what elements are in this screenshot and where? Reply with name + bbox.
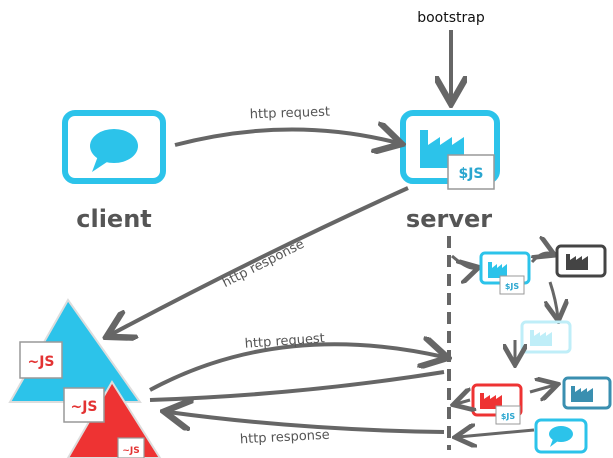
small-badge-text: ~JS bbox=[122, 446, 139, 456]
client-node bbox=[62, 110, 166, 184]
blue-triangle-badge bbox=[19, 341, 63, 379]
request-arrow-1 bbox=[174, 129, 398, 145]
mini-factory-3-icon bbox=[530, 330, 552, 346]
mini-factory-2 bbox=[555, 244, 607, 278]
mini-chat-bubble-icon bbox=[549, 426, 573, 447]
response-label-1: http response bbox=[220, 237, 307, 291]
server-badge-text: $JS bbox=[458, 166, 483, 182]
client-label: client bbox=[76, 205, 152, 233]
response-label-2: http response bbox=[240, 428, 331, 448]
request-arrow-2b bbox=[149, 370, 445, 402]
small-badge bbox=[117, 437, 145, 458]
chat-bubble-icon bbox=[90, 129, 138, 172]
mini-factory-1-badge bbox=[499, 275, 525, 295]
mini-factory-red-badge-text: $JS bbox=[501, 412, 516, 421]
request-arrow-2 bbox=[149, 344, 444, 392]
client-box bbox=[62, 110, 166, 184]
client-app-stack: ~JS ~JS ~JS bbox=[8, 298, 162, 458]
request-label-1: http request bbox=[250, 105, 331, 123]
bootstrap-label: bootstrap bbox=[417, 10, 485, 26]
red-triangle-badge bbox=[63, 387, 105, 423]
response-arrow-2 bbox=[168, 412, 445, 434]
mini-factory-red-badge bbox=[495, 405, 521, 425]
mini-factory-red-icon bbox=[480, 393, 502, 409]
mini-factory-2-icon bbox=[566, 254, 588, 270]
mini-factory-3 bbox=[520, 320, 572, 354]
mini-factory-5-icon bbox=[571, 386, 593, 402]
server-node: $JS bbox=[400, 110, 500, 190]
mini-factory-5 bbox=[562, 376, 612, 410]
mini-factory-1-icon bbox=[488, 262, 507, 278]
server-label: server bbox=[406, 205, 492, 233]
red-triangle-badge-text: ~JS bbox=[70, 399, 97, 415]
server-pipeline: $JS $JS bbox=[452, 244, 612, 454]
request-label-2: http request bbox=[244, 331, 325, 352]
blue-triangle-badge-text: ~JS bbox=[27, 354, 54, 370]
mini-factory-1-badge-text: $JS bbox=[505, 282, 520, 291]
server-badge bbox=[447, 154, 495, 190]
mini-chat-box bbox=[534, 418, 588, 454]
response-arrow-1 bbox=[110, 186, 409, 335]
